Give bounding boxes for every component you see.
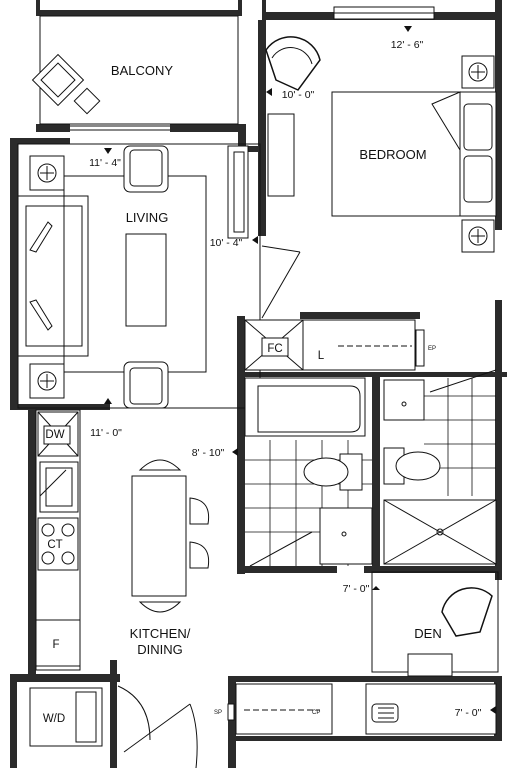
kitchen-area xyxy=(35,409,210,768)
sp-label: SP xyxy=(214,710,222,716)
dw-label: DW xyxy=(45,429,64,441)
living-area xyxy=(17,143,261,409)
fridge-label: F xyxy=(52,639,59,651)
balcony-area xyxy=(31,15,239,131)
ct-label: CT xyxy=(47,539,62,551)
dim-living-width: 10' - 4" xyxy=(210,237,243,249)
dim-living-depth: 11' - 4" xyxy=(89,157,121,169)
service-core xyxy=(244,319,497,567)
cp-label: CP xyxy=(312,710,320,716)
dimension-markers xyxy=(104,26,496,714)
dim-bedroom-depth: 10' - 0" xyxy=(282,89,315,101)
bedroom-area xyxy=(261,6,497,319)
den-area xyxy=(227,571,499,735)
fc-label: FC xyxy=(267,343,282,355)
balcony-label: BALCONY xyxy=(111,63,173,78)
linen-label: L xyxy=(318,350,325,362)
ep-label: EP xyxy=(428,346,436,352)
dim-kitchen-width: 11' - 0" xyxy=(90,427,122,439)
living-label: LIVING xyxy=(126,210,169,225)
laundry-area xyxy=(29,687,103,747)
dim-bedroom-width: 12' - 6" xyxy=(391,39,424,51)
dim-den-depth: 7' - 0" xyxy=(455,707,482,719)
den-label: DEN xyxy=(414,626,441,641)
dim-den-width: 7' - 0" xyxy=(343,583,370,595)
bedroom-label: BEDROOM xyxy=(359,147,426,162)
kitchen-label-line2: DINING xyxy=(137,642,183,657)
wd-label: W/D xyxy=(43,713,65,725)
dim-bath-depth: 8' - 10" xyxy=(192,447,225,459)
kitchen-label-line1: KITCHEN/ xyxy=(130,626,191,641)
